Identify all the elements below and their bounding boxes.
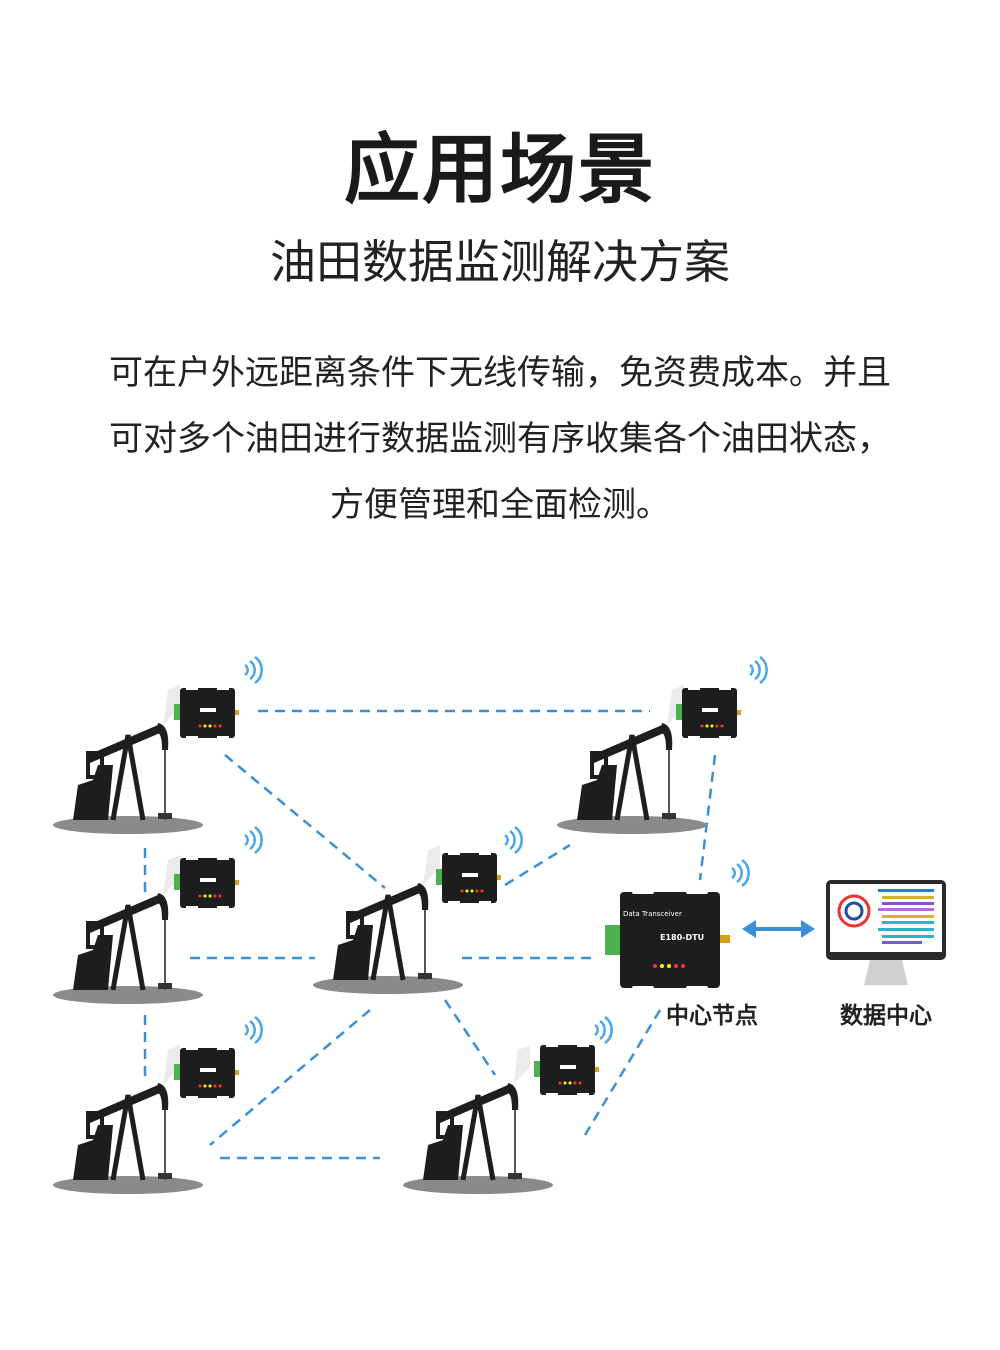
bidirectional-arrow-icon: [742, 920, 815, 938]
wifi-signal-icon: [748, 655, 768, 685]
link-line: [443, 999, 497, 1076]
link-line: [583, 1009, 662, 1136]
link-line: [224, 754, 386, 889]
wifi-signal-icon: [593, 1015, 613, 1045]
wireless-links: [143, 709, 717, 1160]
oil-pump-site: [53, 825, 263, 1004]
center-node-device-icon: Data Transceiver E180-DTU: [605, 858, 750, 992]
device-label: Data Transceiver: [623, 910, 682, 918]
center-node-label: 中心节点: [666, 1003, 758, 1029]
link-line: [698, 754, 717, 881]
description-line: 方便管理和全面检测。: [330, 485, 670, 525]
oil-pump-site: [557, 655, 768, 834]
description-line: 可对多个油田进行数据监测有序收集各个油田状态，: [109, 419, 891, 459]
dtu-device-icon: [174, 856, 239, 910]
wifi-signal-icon: [243, 825, 263, 855]
wifi-signal-icon: [503, 825, 523, 855]
device-model: E180-DTU: [660, 933, 704, 942]
page-subtitle: 油田数据监测解决方案: [270, 235, 730, 289]
link-line: [504, 843, 571, 887]
dtu-device-icon: [174, 1046, 239, 1100]
oil-pump-site: [313, 825, 523, 994]
monitor-icon: [826, 880, 946, 985]
dtu-device-icon: [436, 851, 501, 905]
oil-pump-site: [53, 655, 263, 834]
description: 可在户外远距离条件下无线传输，免资费成本。并且 可对多个油田进行数据监测有序收集…: [60, 340, 940, 538]
wifi-signal-icon: [243, 655, 263, 685]
oil-pump-site: [403, 1015, 613, 1194]
link-line: [209, 1009, 371, 1146]
data-center-label: 数据中心: [840, 1003, 932, 1029]
wifi-signal-icon: [243, 1015, 263, 1045]
dtu-device-icon: [534, 1043, 599, 1097]
wifi-signal-icon: [730, 858, 750, 888]
oil-pump-site: [53, 1015, 263, 1194]
description-line: 可在户外远距离条件下无线传输，免资费成本。并且: [109, 353, 891, 393]
page-title: 应用场景: [344, 125, 656, 214]
dtu-device-icon: [676, 686, 741, 740]
dtu-device-icon: [174, 686, 239, 740]
